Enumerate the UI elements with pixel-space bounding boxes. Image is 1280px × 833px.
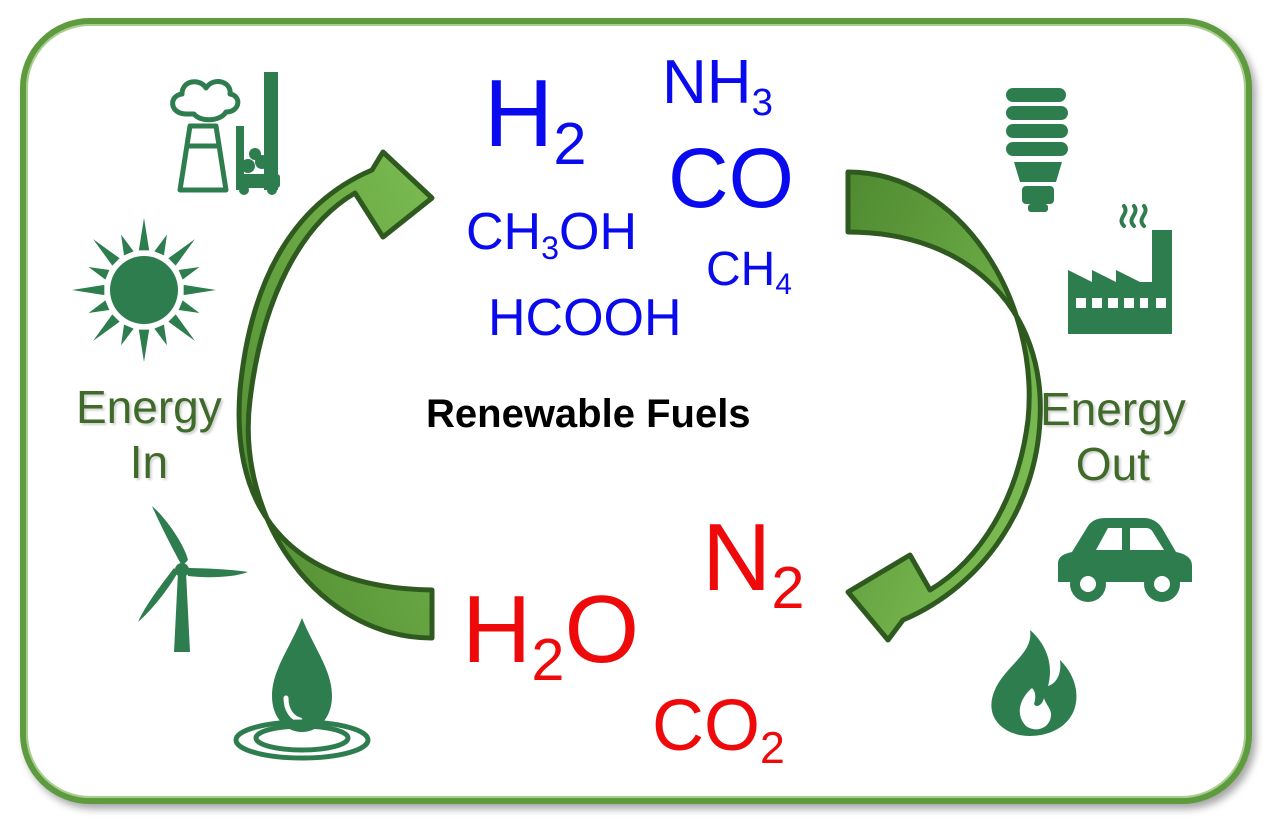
fuel-nh3: NH3 <box>662 48 773 124</box>
sun-ray <box>93 239 120 266</box>
sun-ray <box>88 267 110 280</box>
sun-ray <box>88 300 110 313</box>
energy-in-arrow <box>236 149 435 641</box>
feedstock-h2o: H2O <box>462 576 640 693</box>
sun-icon <box>72 218 216 362</box>
fuel-ch4: CH4 <box>706 243 792 301</box>
sun-ray <box>168 239 195 266</box>
sun-ray <box>138 329 150 362</box>
car-icon <box>1058 518 1192 602</box>
light-bulb-icon <box>1006 88 1068 212</box>
sun-ray <box>154 234 167 256</box>
sun-ray <box>178 300 200 313</box>
sun-ray <box>72 284 105 296</box>
power-plant-icon <box>170 72 280 195</box>
fuel-h2: H2 <box>484 60 587 177</box>
factory-icon <box>1068 204 1172 334</box>
fuel-co: CO <box>668 131 794 225</box>
wind-turbine-icon <box>138 506 248 652</box>
sun-ray <box>154 324 167 346</box>
feedstock-n2: N2 <box>702 504 805 621</box>
sun-ray <box>121 324 134 346</box>
fuel-hcooh: HCOOH <box>488 289 682 347</box>
flame-icon <box>991 630 1077 736</box>
sun-ray <box>121 234 134 256</box>
sun-ray <box>138 218 150 251</box>
center-label: Renewable Fuels <box>426 392 751 436</box>
feedstock-co2: CO2 <box>652 686 785 774</box>
sun-ray <box>93 314 120 341</box>
water-drop-icon <box>233 618 371 761</box>
sun-ray <box>178 267 200 280</box>
energy-out-arrow <box>845 169 1043 643</box>
sun-ray <box>183 284 216 296</box>
sun-ray <box>168 314 195 341</box>
fuel-ch3oh: CH3OH <box>466 203 638 266</box>
